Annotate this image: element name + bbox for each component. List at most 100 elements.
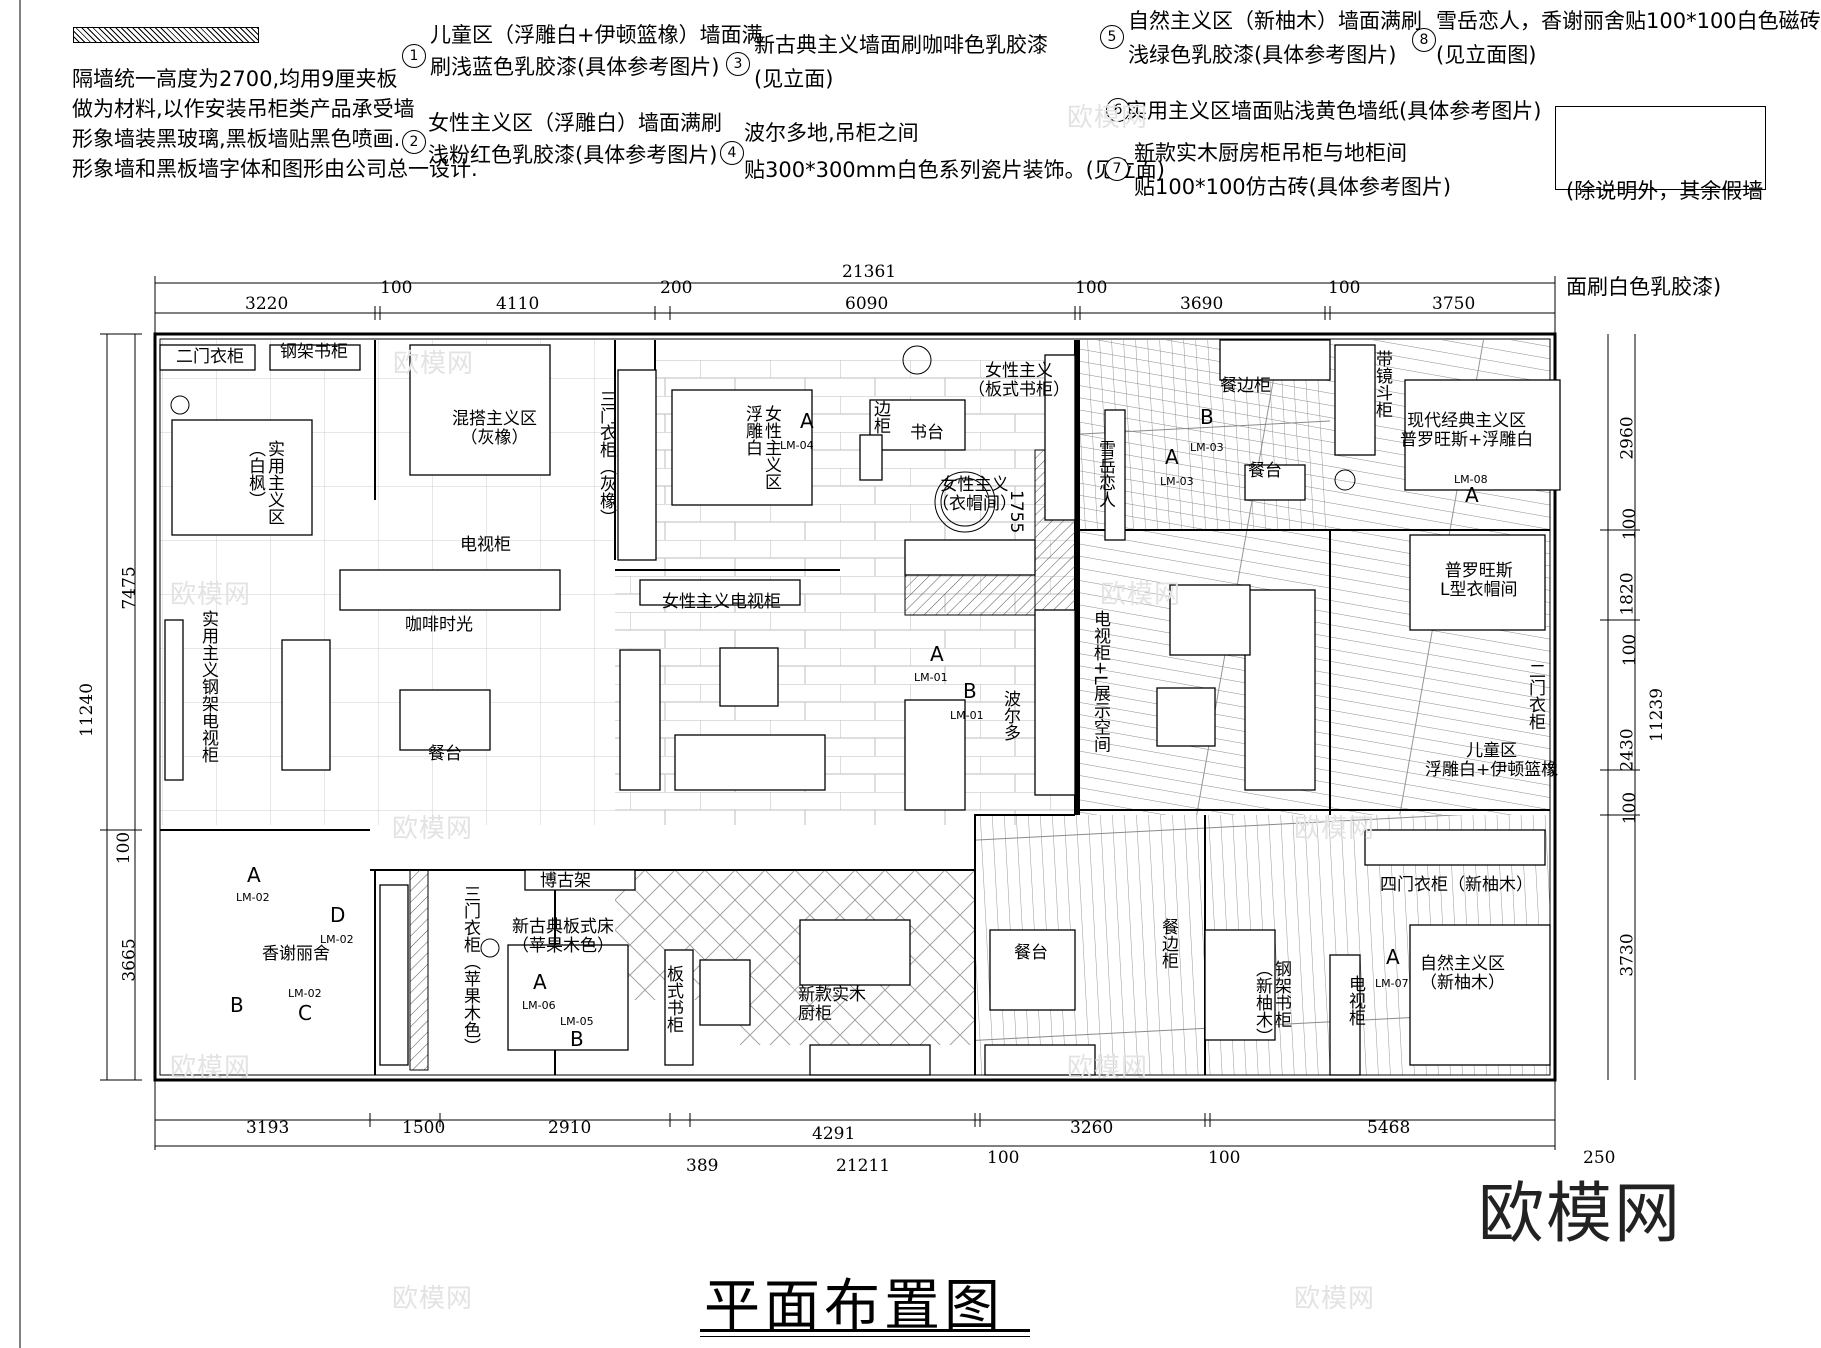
marker-lm01: LM-01 — [950, 709, 984, 722]
note-line: 浅绿色乳胶漆(具体参考图片) — [1128, 43, 1397, 67]
dim-right: 2430 — [1617, 728, 1638, 772]
label-natural-zone: 自然主义区 （新柚木） — [1420, 954, 1505, 993]
note-line: 实用主义区墙面贴浅黄色墙纸(具体参考图片) — [1126, 99, 1542, 123]
dim-top: 3220 — [245, 294, 289, 314]
dim-bottom: 4291 — [812, 1124, 856, 1144]
note-number: 7 — [1105, 157, 1129, 181]
label-neoclassic-bed: 新古典板式床 （苹果木色） — [512, 917, 614, 956]
label-feminine-tv: 女性主义电视柜 — [662, 592, 781, 612]
dim-right: 100 — [1620, 507, 1641, 541]
watermark-text: 欧模网 — [170, 580, 252, 610]
label-kids-zone: 儿童区 浮雕白+伊顿篮橡 — [1425, 741, 1559, 780]
default-wall-note-line: 面刷白色乳胶漆) — [1566, 275, 1722, 299]
label-wardrobe-2: 二门衣柜 — [1525, 662, 1545, 730]
dim-top: 3750 — [1432, 294, 1476, 314]
watermark-text: 欧模网 — [393, 349, 475, 379]
title-underline — [700, 1329, 1030, 1332]
dim-bottom: 389 — [686, 1156, 719, 1176]
marker-letter: A — [247, 863, 261, 887]
label-snow-lovers: 雪岳恋人 — [1095, 440, 1115, 508]
marker-lm02: LM-02 — [320, 933, 354, 946]
note-number: 1 — [402, 44, 426, 68]
marker-lm02: LM-02 — [288, 987, 322, 1000]
note-line: (见立面图) — [1436, 43, 1537, 67]
marker-lm06: LM-06 — [522, 999, 556, 1012]
drawing-title: 平面布置图 — [704, 1274, 1004, 1339]
dim-right: 100 — [1620, 791, 1641, 825]
label-mirror-chest: 带镜斗柜 — [1372, 350, 1392, 418]
note-line: 刷浅蓝色乳胶漆(具体参考图片) — [430, 55, 720, 79]
marker-lm05: LM-05 — [560, 1015, 594, 1028]
marker-letter: D — [330, 903, 346, 927]
watermark-text: 欧模网 — [392, 1284, 474, 1314]
brand-logo: 欧模网 — [1478, 1175, 1682, 1252]
dim-bottom: 3260 — [1070, 1118, 1114, 1138]
marker-letter: B — [230, 993, 244, 1017]
marker-lm04: LM-04 — [780, 439, 814, 452]
general-note-line: 隔墙统一高度为2700,均用9厘夹板 — [72, 67, 398, 91]
watermark-text: 欧模网 — [1067, 1053, 1149, 1083]
default-wall-note-line: (除说明外，其余假墙 — [1566, 179, 1764, 203]
dim-bottom: 2910 — [548, 1118, 592, 1138]
label-wardrobe: 二门衣柜 — [176, 347, 244, 367]
note-number: 8 — [1412, 28, 1436, 52]
marker-letter: C — [298, 1001, 312, 1025]
general-note-line: 做为材料,以作安装吊柜类产品承受墙 — [72, 97, 415, 121]
note-line: (见立面) — [754, 67, 834, 91]
label-sideboard: 餐边柜 — [1220, 376, 1271, 396]
label-tv-cabinet: 电视柜 — [460, 535, 511, 555]
marker-letter: A — [533, 970, 547, 994]
label-dining-2: 餐台 — [1248, 461, 1282, 481]
note-line: 雪岳恋人，香谢丽舍贴100*100白色磁砖 — [1436, 9, 1821, 33]
marker-lm03: LM-03 — [1160, 475, 1194, 488]
note-line: 波尔多地,吊柜之间 — [744, 121, 919, 145]
label-curio-shelf: 博古架 — [540, 871, 591, 891]
label-feminine-bookcase: 女性主义 （板式书柜） — [968, 361, 1070, 400]
note-line: 贴300*300mm白色系列瓷片装饰。(见立面) — [744, 158, 1165, 182]
dim-left: 7475 — [119, 566, 140, 610]
note-line: 新款实木厨房柜吊柜与地柜间 — [1134, 141, 1407, 165]
dim-bottom-total: 21211 — [836, 1156, 891, 1176]
label-mix-zone: 混搭主义区 （灰橡） — [452, 409, 537, 448]
label-1755: 1755 — [1006, 490, 1026, 534]
watermark-text: 欧模网 — [1294, 1284, 1376, 1314]
marker-letter: A — [1165, 445, 1179, 469]
note-number: 2 — [402, 130, 426, 154]
dim-right: 100 — [1620, 633, 1641, 667]
label-wardrobe-3door: 三门衣柜（灰橡） — [596, 390, 616, 526]
watermark-text: 欧模网 — [1100, 580, 1182, 610]
watermark-text: 欧模网 — [392, 814, 474, 844]
marker-letter: B — [963, 679, 977, 703]
dim-bottom: 5468 — [1367, 1118, 1411, 1138]
marker-lm07: LM-07 — [1375, 977, 1409, 990]
dim-top: 200 — [660, 278, 693, 298]
marker-lm08: LM-08 — [1454, 473, 1488, 486]
label-tv-cabinet-2: 电视柜 — [1345, 975, 1365, 1026]
marker-letter: A — [1465, 483, 1479, 507]
dim-bottom: 100 — [987, 1148, 1020, 1168]
marker-lm01: LM-01 — [914, 671, 948, 684]
dim-left: 3665 — [119, 938, 140, 982]
default-wall-note: (除说明外，其余假墙 面刷白色乳胶漆) — [1555, 106, 1766, 299]
dim-right: 2960 — [1617, 416, 1638, 460]
dim-right: 3730 — [1617, 933, 1638, 977]
label-practical-zone: 实用主义区 （白枫） — [245, 440, 284, 525]
label-desk: 书台 — [910, 423, 944, 443]
dim-top: 6090 — [845, 294, 889, 314]
note-number: 4 — [720, 141, 744, 165]
note-line: 贴100*100仿古砖(具体参考图片) — [1134, 175, 1452, 199]
note-line: 女性主义区（浮雕白）墙面满刷 — [428, 111, 722, 135]
label-side-cabinet: 边柜 — [870, 400, 890, 434]
label-bookshelf: 钢架书柜 — [280, 342, 348, 362]
label-bordeaux: 波尔多 — [1000, 690, 1020, 741]
label-wardrobe-apple: 三门衣柜（苹果木色） — [460, 885, 480, 1055]
label-solid-wood-kitchen: 新款实木 厨柜 — [798, 985, 866, 1024]
note-line: 新古典主义墙面刷咖啡色乳胶漆 — [754, 33, 1048, 57]
notes-swatch — [73, 27, 259, 43]
dim-top: 100 — [1328, 278, 1361, 298]
dim-right: 1820 — [1617, 572, 1638, 616]
dim-left: 100 — [114, 831, 135, 865]
marker-lm02: LM-02 — [236, 891, 270, 904]
label-4door-wardrobe: 四门衣柜（新柚木） — [1380, 875, 1533, 895]
